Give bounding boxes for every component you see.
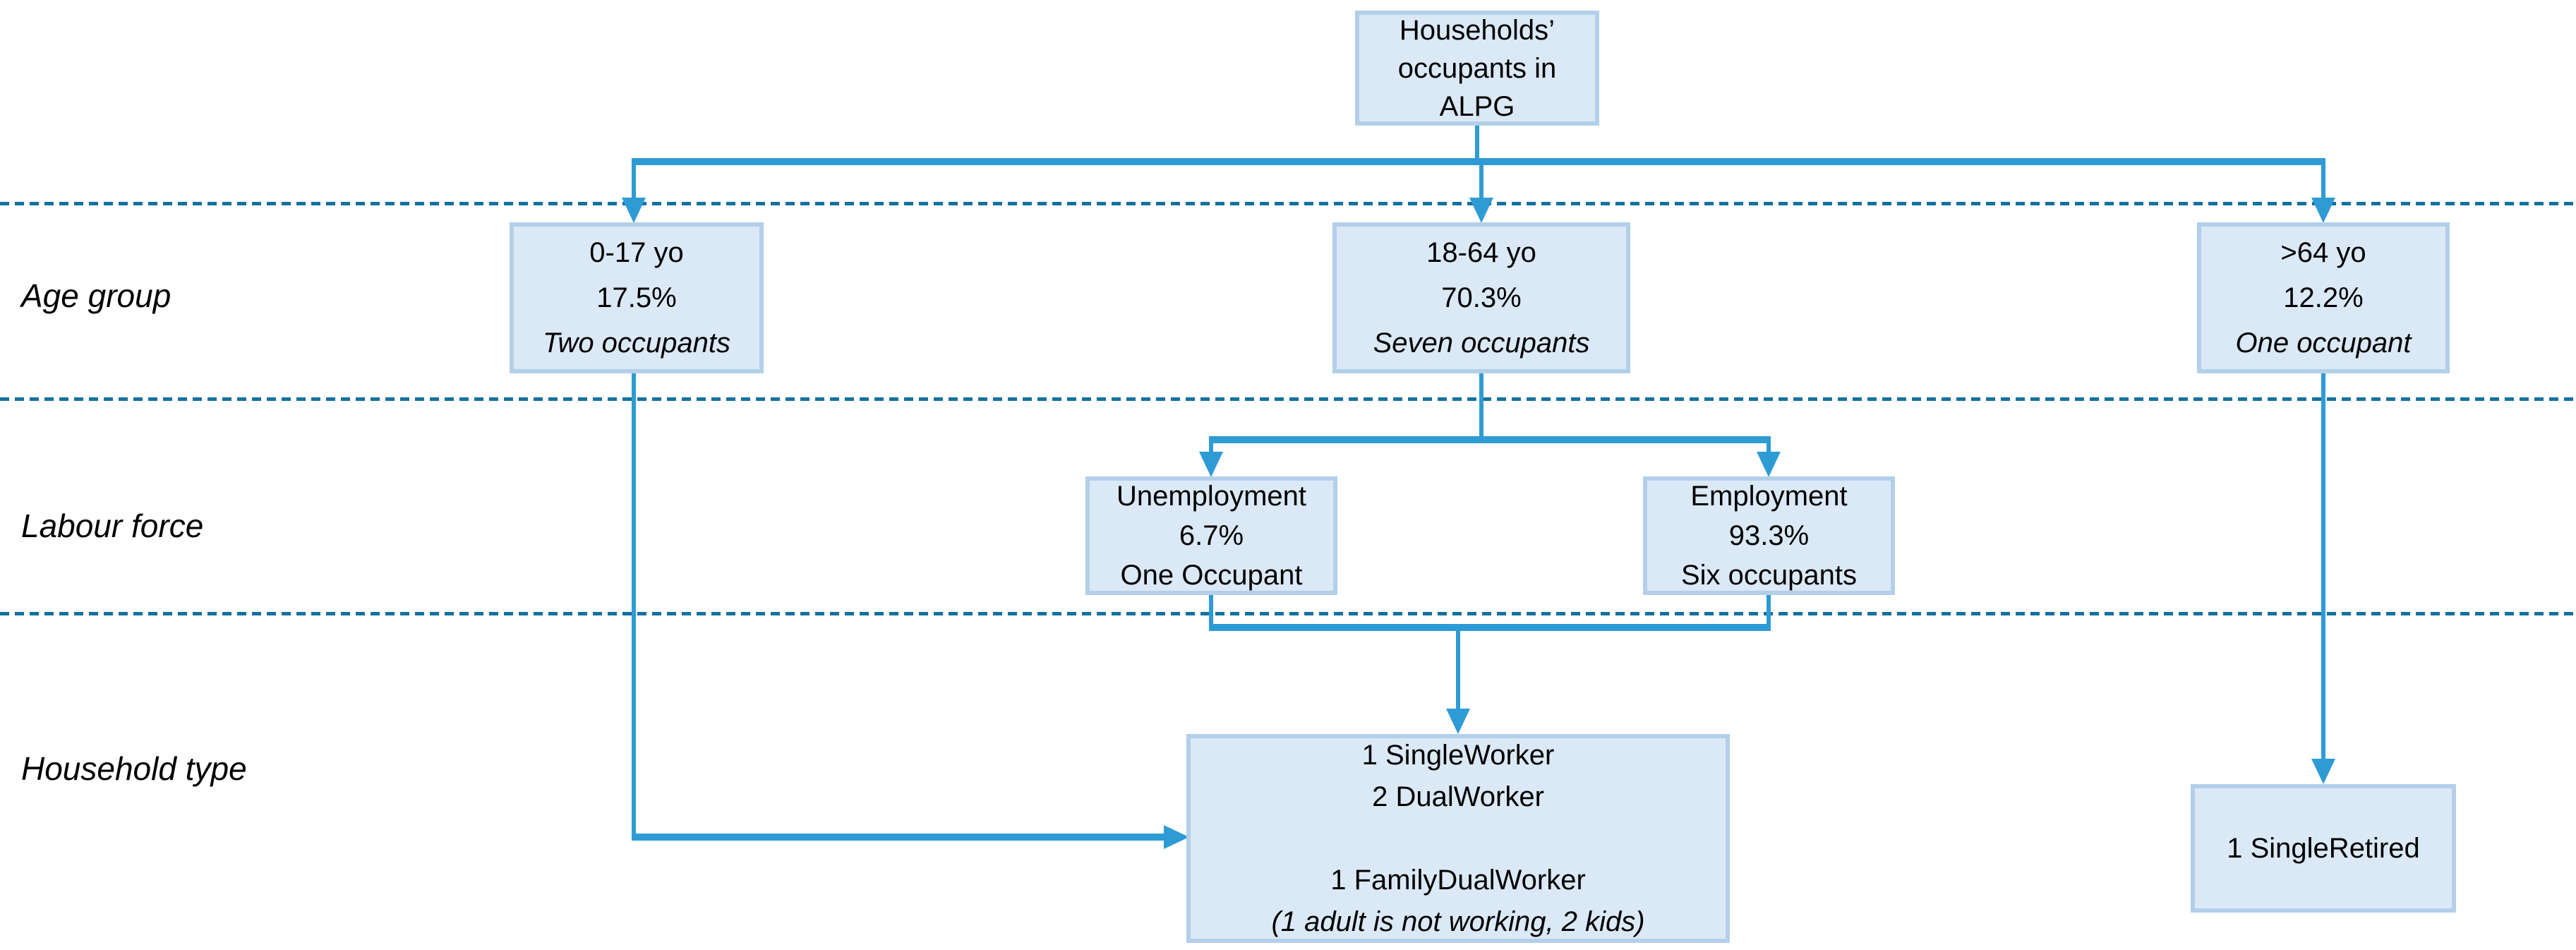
age-occupants: Seven occupants [1373,327,1590,359]
household-line-note: (1 adult is not working, 2 kids) [1271,906,1645,937]
age-range: 0-17 yo [589,237,684,268]
connector-age-bar [632,158,2325,165]
connector-age3-stem [2321,158,2325,198]
row-label-household-type: Household type [21,750,247,787]
connector-unemployment-stem [1209,439,1213,453]
age-box-18-64: 18-64 yo 70.3% Seven occupants [1332,222,1630,373]
row-separator-top [0,202,2576,205]
labour-percent: 93.3% [1728,520,1810,551]
connector-root-stem [1475,124,1479,160]
age-percent: 12.2% [2283,282,2364,313]
connector-household-stem [1456,624,1460,710]
age-box-over-64: >64 yo 12.2% One occupant [2197,222,2450,373]
household-line-blank [1454,818,1462,860]
labour-percent: 6.7% [1179,520,1244,551]
household-line: 1 SingleWorker [1361,739,1555,771]
connector-labour-stem [1479,372,1483,440]
connector-retired-drop [2321,372,2325,760]
household-line: 1 SingleRetired [2227,833,2420,864]
labour-status: Employment [1690,481,1848,512]
household-line: 1 FamilyDualWorker [1330,864,1586,896]
connector-unemployment-drop [1209,594,1213,629]
arrowhead-employment [1757,452,1781,477]
connector-labour-bar [1209,436,1771,443]
arrowhead-household-worker [1446,709,1470,734]
arrowhead-age3 [2311,198,2335,223]
arrowhead-age2 [1469,198,1493,223]
root-box-households-alpg: Households’ occupants in ALPG [1355,11,1599,126]
household-retired-box: 1 SingleRetired [2191,784,2456,913]
connector-kids-vertical [632,372,636,841]
arrowhead-unemployment [1199,452,1223,477]
connector-kids-horizontal [632,834,1164,841]
box-line: ALPG [1439,90,1515,122]
row-separator-labour-household [0,612,2576,615]
row-separator-age-labour [0,397,2576,401]
labour-occupants: Six occupants [1680,560,1858,591]
labour-status: Unemployment [1116,481,1306,512]
box-line: occupants in [1397,52,1557,84]
arrowhead-kids [1164,825,1189,849]
household-worker-box: 1 SingleWorker 2 DualWorker 1 FamilyDual… [1186,734,1730,943]
connector-age1-stem [632,158,636,198]
connector-employment-stem [1767,439,1771,453]
age-range: >64 yo [2280,237,2366,268]
age-box-0-17: 0-17 yo 17.5% Two occupants [510,222,764,373]
age-percent: 70.3% [1441,282,1522,313]
age-occupants: One occupant [2235,327,2412,359]
arrowhead-retired [2311,759,2335,784]
age-percent: 17.5% [596,282,677,313]
household-line: 2 DualWorker [1372,781,1544,812]
labour-occupants: One Occupant [1120,560,1303,591]
connector-household-bar [1209,624,1771,631]
arrowhead-age1 [622,198,646,223]
employment-box: Employment 93.3% Six occupants [1643,476,1895,595]
unemployment-box: Unemployment 6.7% One Occupant [1085,476,1337,595]
age-occupants: Two occupants [542,327,731,359]
row-label-labour-force: Labour force [21,507,204,544]
box-line: Households’ [1399,14,1555,46]
age-range: 18-64 yo [1426,237,1536,268]
connector-employment-drop [1767,594,1771,629]
connector-age2-stem [1479,158,1483,198]
row-label-age-group: Age group [21,277,171,314]
